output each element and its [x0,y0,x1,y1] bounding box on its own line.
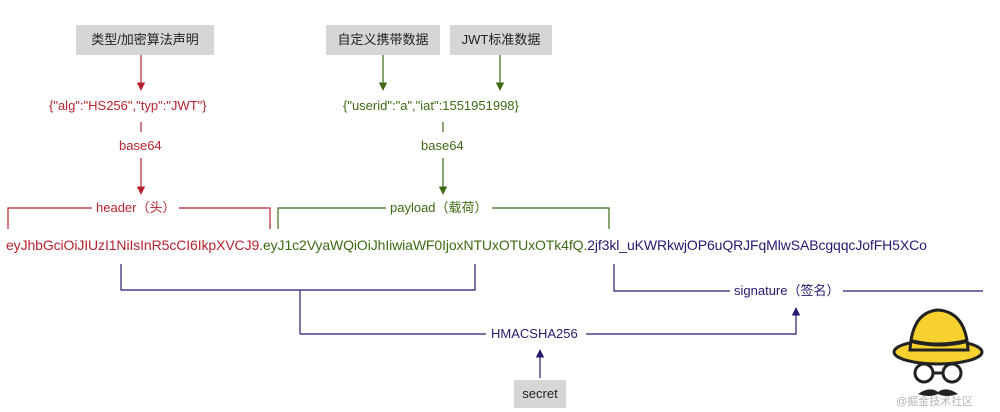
arrow-hmac-to-signature [586,307,801,335]
watermark-text: @掘金技术社区 [896,396,974,408]
custom-payload-box: 自定义携带数据 [326,25,440,55]
header-declaration-box: 类型/加密算法声明 [76,25,214,55]
token-signature: 2jf3kl_uKWRkwjOP6uQRJFqMlwSABcgqqcJofFH5… [587,237,927,253]
payload-json: {"userid":"a","iat":1551951998} [343,98,519,113]
jwt-token: eyJhbGciOiJIUzI1NiIsInR5cCI6IkpXVCJ9.eyJ… [6,236,927,254]
hmac-label: HMACSHA256 [491,326,578,341]
payload-part-label: payload（载荷） [386,200,492,216]
header-payload-underbracket [120,264,476,291]
secret-box: secret [514,380,566,408]
jwt-standard-box: JWT标准数据 [450,25,552,55]
header-part-label: header（头） [92,200,180,216]
token-payload: eyJ1c2VyaWQiOiJhIiwiaWF0IjoxNTUxOTUxOTk4… [262,237,588,253]
base64-payload-label: base64 [421,138,464,153]
signature-bracket [613,264,983,292]
token-header: eyJhbGciOiJIUzI1NiIsInR5cCI6IkpXVCJ9. [6,237,263,253]
base64-header-label: base64 [119,138,162,153]
signature-part-label: signature（签名） [730,283,844,299]
mascot-hat-icon [892,308,984,396]
header-json: {"alg":"HS256","typ":"JWT"} [49,98,207,113]
